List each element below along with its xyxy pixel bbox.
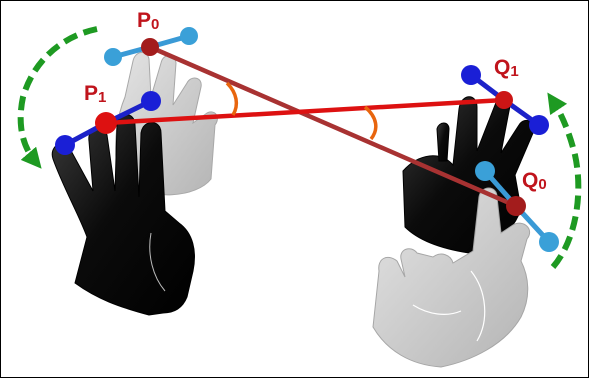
left-dark-hand-icon (51, 114, 195, 316)
point-q0-marker (506, 196, 526, 216)
joint-right-dark-a (461, 65, 481, 85)
label-p0: P0 (137, 9, 159, 33)
point-q1-marker (495, 91, 513, 109)
connector-p0-q0 (149, 44, 517, 209)
joint-left-light-b (180, 27, 198, 45)
right-ghost-hand-icon (372, 187, 531, 368)
point-p1-marker (95, 112, 117, 134)
right-rotation-arrow-icon (547, 92, 582, 269)
joint-left-dark-a (55, 135, 75, 155)
label-q1: Q1 (494, 56, 519, 80)
connector-p1-q1 (105, 97, 505, 126)
angle-arc-right (363, 105, 378, 141)
point-p0-marker (141, 38, 159, 56)
joint-right-dark-b (529, 115, 549, 135)
label-p1: P1 (84, 82, 106, 106)
angle-arc-left (225, 81, 239, 116)
right-dark-hand-icon (402, 96, 535, 254)
left-rotation-arrow-icon (17, 26, 98, 169)
joint-left-dark-b (141, 91, 161, 111)
joint-right-light-b (539, 232, 559, 252)
label-q0: Q0 (522, 169, 547, 193)
joint-left-light-a (104, 48, 122, 66)
joint-right-light-a (475, 161, 495, 181)
